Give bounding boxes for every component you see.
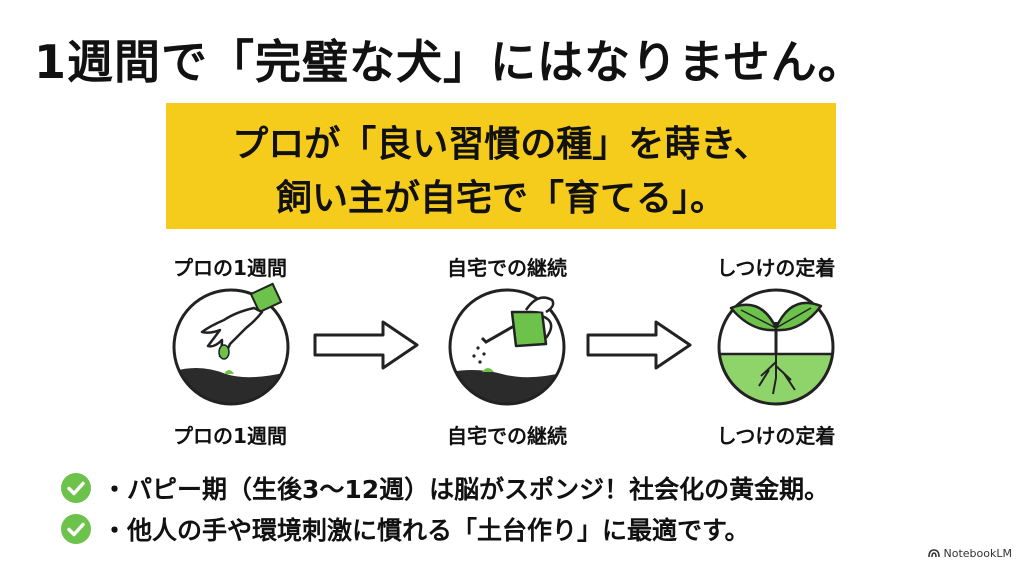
right-arrow-icon — [586, 320, 692, 370]
step-2-bottom-label: 自宅での継続 — [447, 424, 567, 448]
banner-line-1: プロが「良い習慣の種」を蒔き、 — [232, 124, 770, 165]
bullet-item-2: ・他人の手や環境刺激に慣れる「土台作り」に最適です。 — [60, 512, 750, 546]
step-2-top-label: 自宅での継続 — [447, 256, 567, 280]
highlight-banner: プロが「良い習慣の種」を蒔き、 飼い主が自宅で「育てる」。 — [166, 103, 836, 229]
brand-watermark: NotebookLM — [927, 547, 1012, 560]
step-1-top-label: プロの1週間 — [173, 256, 287, 280]
bullet-text-1: ・パピー期（生後3〜12週）は脳がスポンジ！社会化の黄金期。 — [102, 475, 830, 504]
check-circle-icon — [61, 473, 91, 503]
notebooklm-logo-icon — [927, 549, 940, 558]
hand-planting-seed-icon — [172, 282, 290, 406]
check-circle-icon — [61, 514, 91, 544]
bullet-item-1: ・パピー期（生後3〜12週）は脳がスポンジ！社会化の黄金期。 — [60, 471, 829, 505]
step-3-top-label: しつけの定着 — [716, 256, 836, 280]
bullet-text-2: ・他人の手や環境刺激に慣れる「土台作り」に最適です。 — [102, 516, 750, 545]
brand-label: NotebookLM — [943, 547, 1012, 560]
sprout-icon — [717, 288, 835, 406]
step-3-bottom-label: しつけの定着 — [716, 424, 836, 448]
banner-line-2: 飼い主が自宅で「育てる」。 — [275, 178, 726, 219]
watering-can-icon — [448, 288, 566, 406]
page-title: 1週間で「完璧な犬」にはなりません。 — [34, 35, 865, 89]
right-arrow-icon — [313, 320, 419, 370]
step-1-bottom-label: プロの1週間 — [173, 424, 287, 448]
